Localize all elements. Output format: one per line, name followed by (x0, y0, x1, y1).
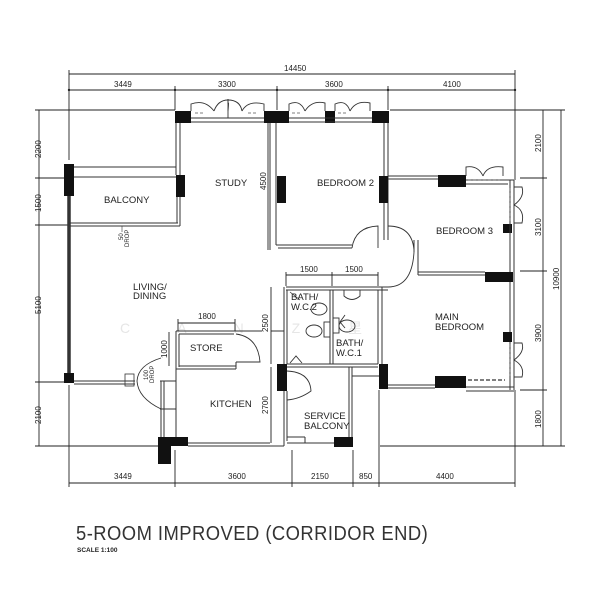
label-bedroom-3: BEDROOM 3 (436, 226, 493, 237)
dim-bath-width-2: 1500 (345, 265, 363, 274)
dim-bottom-4: 850 (359, 472, 373, 481)
label-main-bedroom: BEDROOM (435, 322, 484, 333)
dim-left-4: 2100 (34, 406, 43, 424)
dim-bath-width-1: 1500 (300, 265, 318, 274)
dim-right-3: 3900 (534, 324, 543, 342)
dim-top-3: 3600 (325, 80, 343, 89)
dim-bottom-3: 2150 (311, 472, 329, 481)
bath-fixtures (289, 290, 361, 338)
dim-right-4: 1800 (534, 410, 543, 428)
room-labels: STUDY BEDROOM 2 BEDROOM 3 BALCONY LIVING… (104, 178, 493, 432)
dim-top-overall: 14450 (284, 64, 307, 73)
dim-top-1: 3449 (114, 80, 132, 89)
watermark: C A N Z 星 (120, 320, 384, 336)
dim-top-2: 3300 (218, 80, 236, 89)
dim-left-1: 2200 (34, 140, 43, 158)
plan-title: 5-ROOM IMPROVED (CORRIDOR END) (76, 523, 429, 545)
dim-store-width: 1800 (198, 312, 216, 321)
dim-bottom-5: 4400 (436, 472, 454, 481)
drop-value-50: 50 (119, 233, 125, 240)
drop-label-1: DROP (125, 230, 131, 247)
left-dimensions: 2200 1500 5100 2100 (34, 109, 175, 447)
dim-bath-height: 2500 (261, 314, 270, 332)
doors (124, 225, 415, 410)
dim-bottom-2: 3600 (228, 472, 246, 481)
dim-bottom-1: 3449 (114, 472, 132, 481)
plan-scale: SCALE 1:100 (77, 547, 118, 554)
label-store: STORE (190, 343, 223, 354)
drop-value-100: 100 (144, 369, 150, 380)
label-bath-2: BATH/ (291, 292, 319, 303)
label-main: MAIN (435, 312, 459, 323)
drop-annotation-kitchen: 100 DROP (144, 366, 156, 383)
dim-right-1: 2100 (534, 134, 543, 152)
label-service: SERVICE (304, 411, 346, 422)
dim-right-overall: 10900 (552, 267, 561, 290)
windows (190, 99, 524, 381)
label-kitchen: KITCHEN (210, 399, 252, 410)
drop-annotation-living: 50 DROP (119, 226, 131, 247)
drop-label-2: DROP (150, 366, 156, 383)
dim-left-2: 1500 (34, 194, 43, 212)
label-wc-1: W.C.1 (336, 348, 362, 359)
bottom-dimensions: 3449 3600 2150 850 4400 (68, 385, 516, 487)
walls (64, 111, 515, 464)
label-service-balcony: BALCONY (304, 421, 350, 432)
dim-left-3: 5100 (34, 296, 43, 314)
right-dimensions: 2100 3100 3900 1800 10900 (380, 109, 565, 447)
label-study: STUDY (215, 178, 248, 189)
label-bedroom-2: BEDROOM 2 (317, 178, 374, 189)
label-dining: DINING (133, 291, 166, 302)
dim-store-height: 1000 (160, 340, 169, 358)
dim-top-4: 4100 (443, 80, 461, 89)
interior-dimensions: 4500 1500 1500 1800 1000 2500 2700 (160, 123, 379, 414)
dim-right-2: 3100 (534, 218, 543, 236)
label-balcony: BALCONY (104, 195, 150, 206)
label-bath-1: BATH/ (336, 338, 364, 349)
label-wc-2: W.C.2 (291, 302, 317, 313)
dim-bedroom2-height: 4500 (259, 172, 268, 190)
dim-kitchen-height: 2700 (261, 396, 270, 414)
label-living: LIVING/ (133, 282, 167, 293)
top-dimensions: 14450 3449 3300 3600 4100 (67, 64, 517, 180)
